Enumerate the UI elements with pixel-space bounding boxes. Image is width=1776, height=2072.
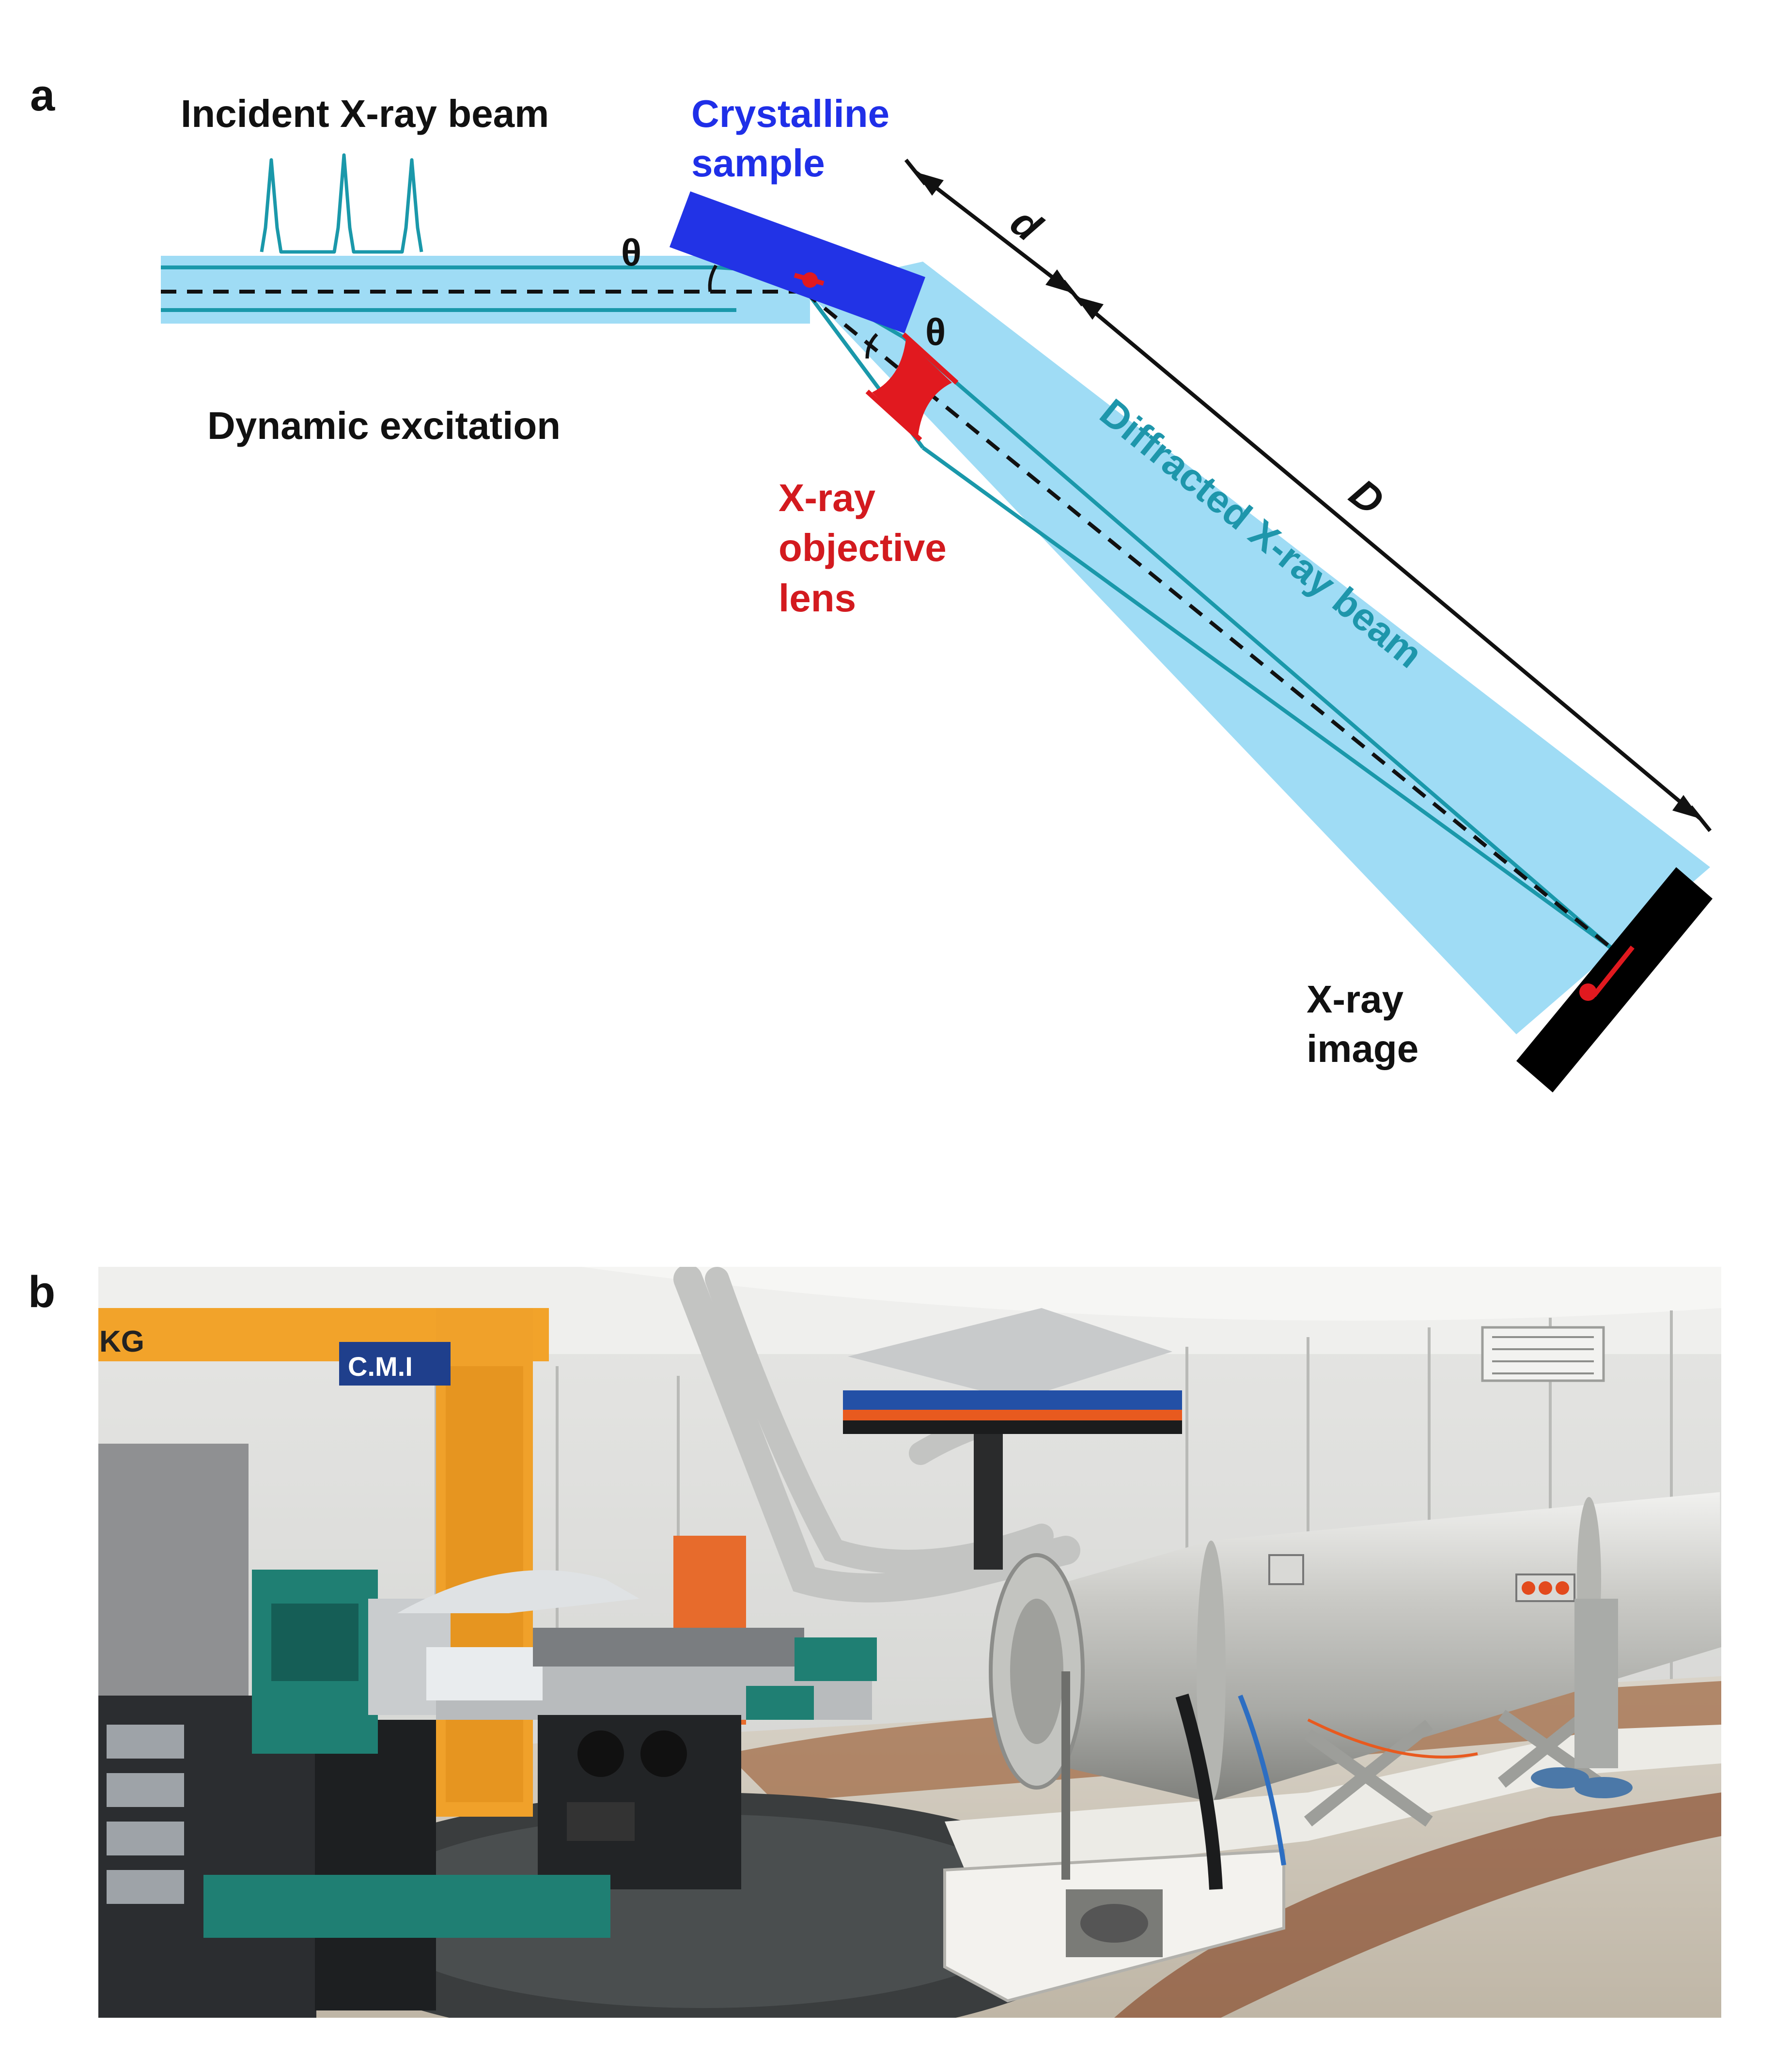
theta-out-label: θ bbox=[925, 311, 946, 353]
lens-label-line2: objective bbox=[779, 526, 947, 569]
diffractometer bbox=[203, 1570, 877, 1938]
sample-label-line1: Crystalline bbox=[691, 92, 889, 135]
tube-support bbox=[943, 1599, 1721, 2003]
panel-a-label: a bbox=[30, 71, 55, 120]
panel-a: a θ θ bbox=[30, 71, 1713, 1092]
theta-in-label: θ bbox=[621, 231, 641, 274]
sample-spot-dot bbox=[802, 272, 818, 288]
objective-lens bbox=[865, 332, 959, 442]
panel-b: b bbox=[28, 1267, 1721, 2018]
distance-D-label: D bbox=[1341, 470, 1393, 524]
image-spot-dot bbox=[1579, 983, 1597, 1001]
left-equipment bbox=[98, 1444, 436, 2018]
image-spot-icon bbox=[1592, 945, 1635, 997]
image-label-line2: image bbox=[1307, 1027, 1418, 1070]
crane-sign-text: C.M.I bbox=[348, 1351, 413, 1382]
crane-structure: C.M.I KG bbox=[98, 1308, 549, 1817]
xray-detector bbox=[1516, 867, 1713, 1092]
crystalline-sample bbox=[670, 191, 925, 333]
beamline-photo: C.M.I KG bbox=[98, 1267, 1721, 2018]
crane-edge-text: KG bbox=[99, 1325, 144, 1358]
incident-beam-label: Incident X-ray beam bbox=[181, 92, 549, 135]
cable-tray bbox=[843, 1308, 1182, 1570]
lens-label-line3: lens bbox=[779, 576, 856, 620]
diffracted-beam bbox=[802, 262, 1710, 1034]
panel-b-label: b bbox=[28, 1267, 55, 1317]
pulse-train-icon bbox=[260, 153, 423, 254]
sample-label-line2: sample bbox=[691, 141, 825, 185]
theta-in-arc bbox=[708, 265, 718, 292]
theta-out-arc bbox=[865, 333, 878, 359]
distance-arrows bbox=[904, 158, 1712, 832]
image-label-line1: X-ray bbox=[1307, 978, 1404, 1021]
excitation-label: Dynamic excitation bbox=[207, 404, 561, 447]
lens-label-line1: X-ray bbox=[779, 476, 876, 519]
